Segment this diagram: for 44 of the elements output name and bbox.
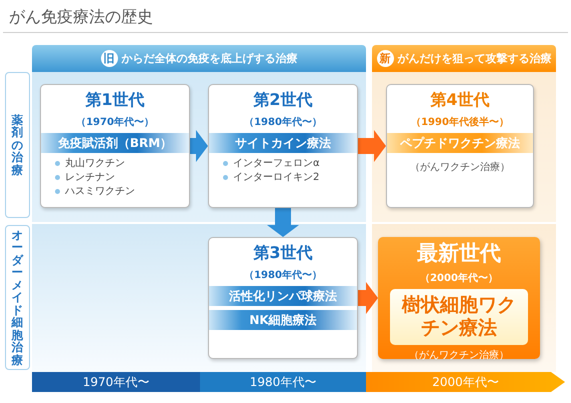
column-heading: からだ全体の免疫を底上げする治療 <box>122 51 298 66</box>
timeline-bar: 1970年代〜 <box>32 372 200 392</box>
generation-heading: 第2世代 <box>253 90 313 109</box>
timeline-bar: 2000年代〜 <box>366 372 565 392</box>
generation-heading: 最新世代 <box>417 241 501 265</box>
generation-heading: 第1世代 <box>85 90 145 109</box>
category-badge: 新 <box>376 50 394 67</box>
therapy-item: レンチナン <box>65 172 115 183</box>
therapy-item: ハスミワクチン <box>65 186 135 197</box>
arrow <box>358 282 378 314</box>
highlight-card <box>378 237 540 359</box>
period-text: （2000年代〜） <box>420 273 498 284</box>
therapy-panel: 樹状細胞ワクチン療法 <box>390 289 528 345</box>
generation-card <box>208 237 358 359</box>
therapy-item: インターロイキン2 <box>233 172 320 183</box>
note-text: （がんワクチン治療） <box>410 162 510 173</box>
period-text: （1980年代〜） <box>244 270 322 281</box>
generation-heading: 第3世代 <box>253 243 313 262</box>
period-text: （1980年代〜） <box>244 117 322 128</box>
therapy-band: NK細胞療法 <box>209 310 357 330</box>
column-header <box>372 45 556 72</box>
therapy-item: 丸山ワクチン <box>65 158 125 169</box>
column-heading: がんだけを狙って攻撃する治療 <box>398 51 552 66</box>
timeline-bar: 1980年代〜 <box>200 372 366 392</box>
therapy-band: サイトカイン療法 <box>209 133 357 153</box>
therapy-band: 免疫賦活剤（BRM） <box>41 133 189 153</box>
note-text: （がんワクチン治療） <box>409 350 509 361</box>
arrow <box>358 130 386 162</box>
generation-heading: 第4世代 <box>430 90 490 109</box>
therapy-item: インターフェロンα <box>233 158 320 169</box>
row-header: オーダーメイド細胞治療 <box>5 225 30 370</box>
arrow <box>267 208 299 237</box>
column-header <box>32 45 366 72</box>
category-badge: 旧 <box>100 50 118 67</box>
generation-card <box>386 84 534 208</box>
page-title: がん免疫療法の歴史 <box>9 7 153 27</box>
therapy-band: ペプチドワクチン療法 <box>387 133 533 153</box>
period-text: （1990年代後半〜） <box>411 117 509 128</box>
row-header: 薬剤の治療 <box>5 72 30 218</box>
generation-card <box>208 84 358 208</box>
period-text: （1970年代〜） <box>76 117 154 128</box>
generation-card <box>40 84 190 208</box>
arrow <box>190 130 208 162</box>
therapy-band: 活性化リンパ球療法 <box>209 286 357 306</box>
